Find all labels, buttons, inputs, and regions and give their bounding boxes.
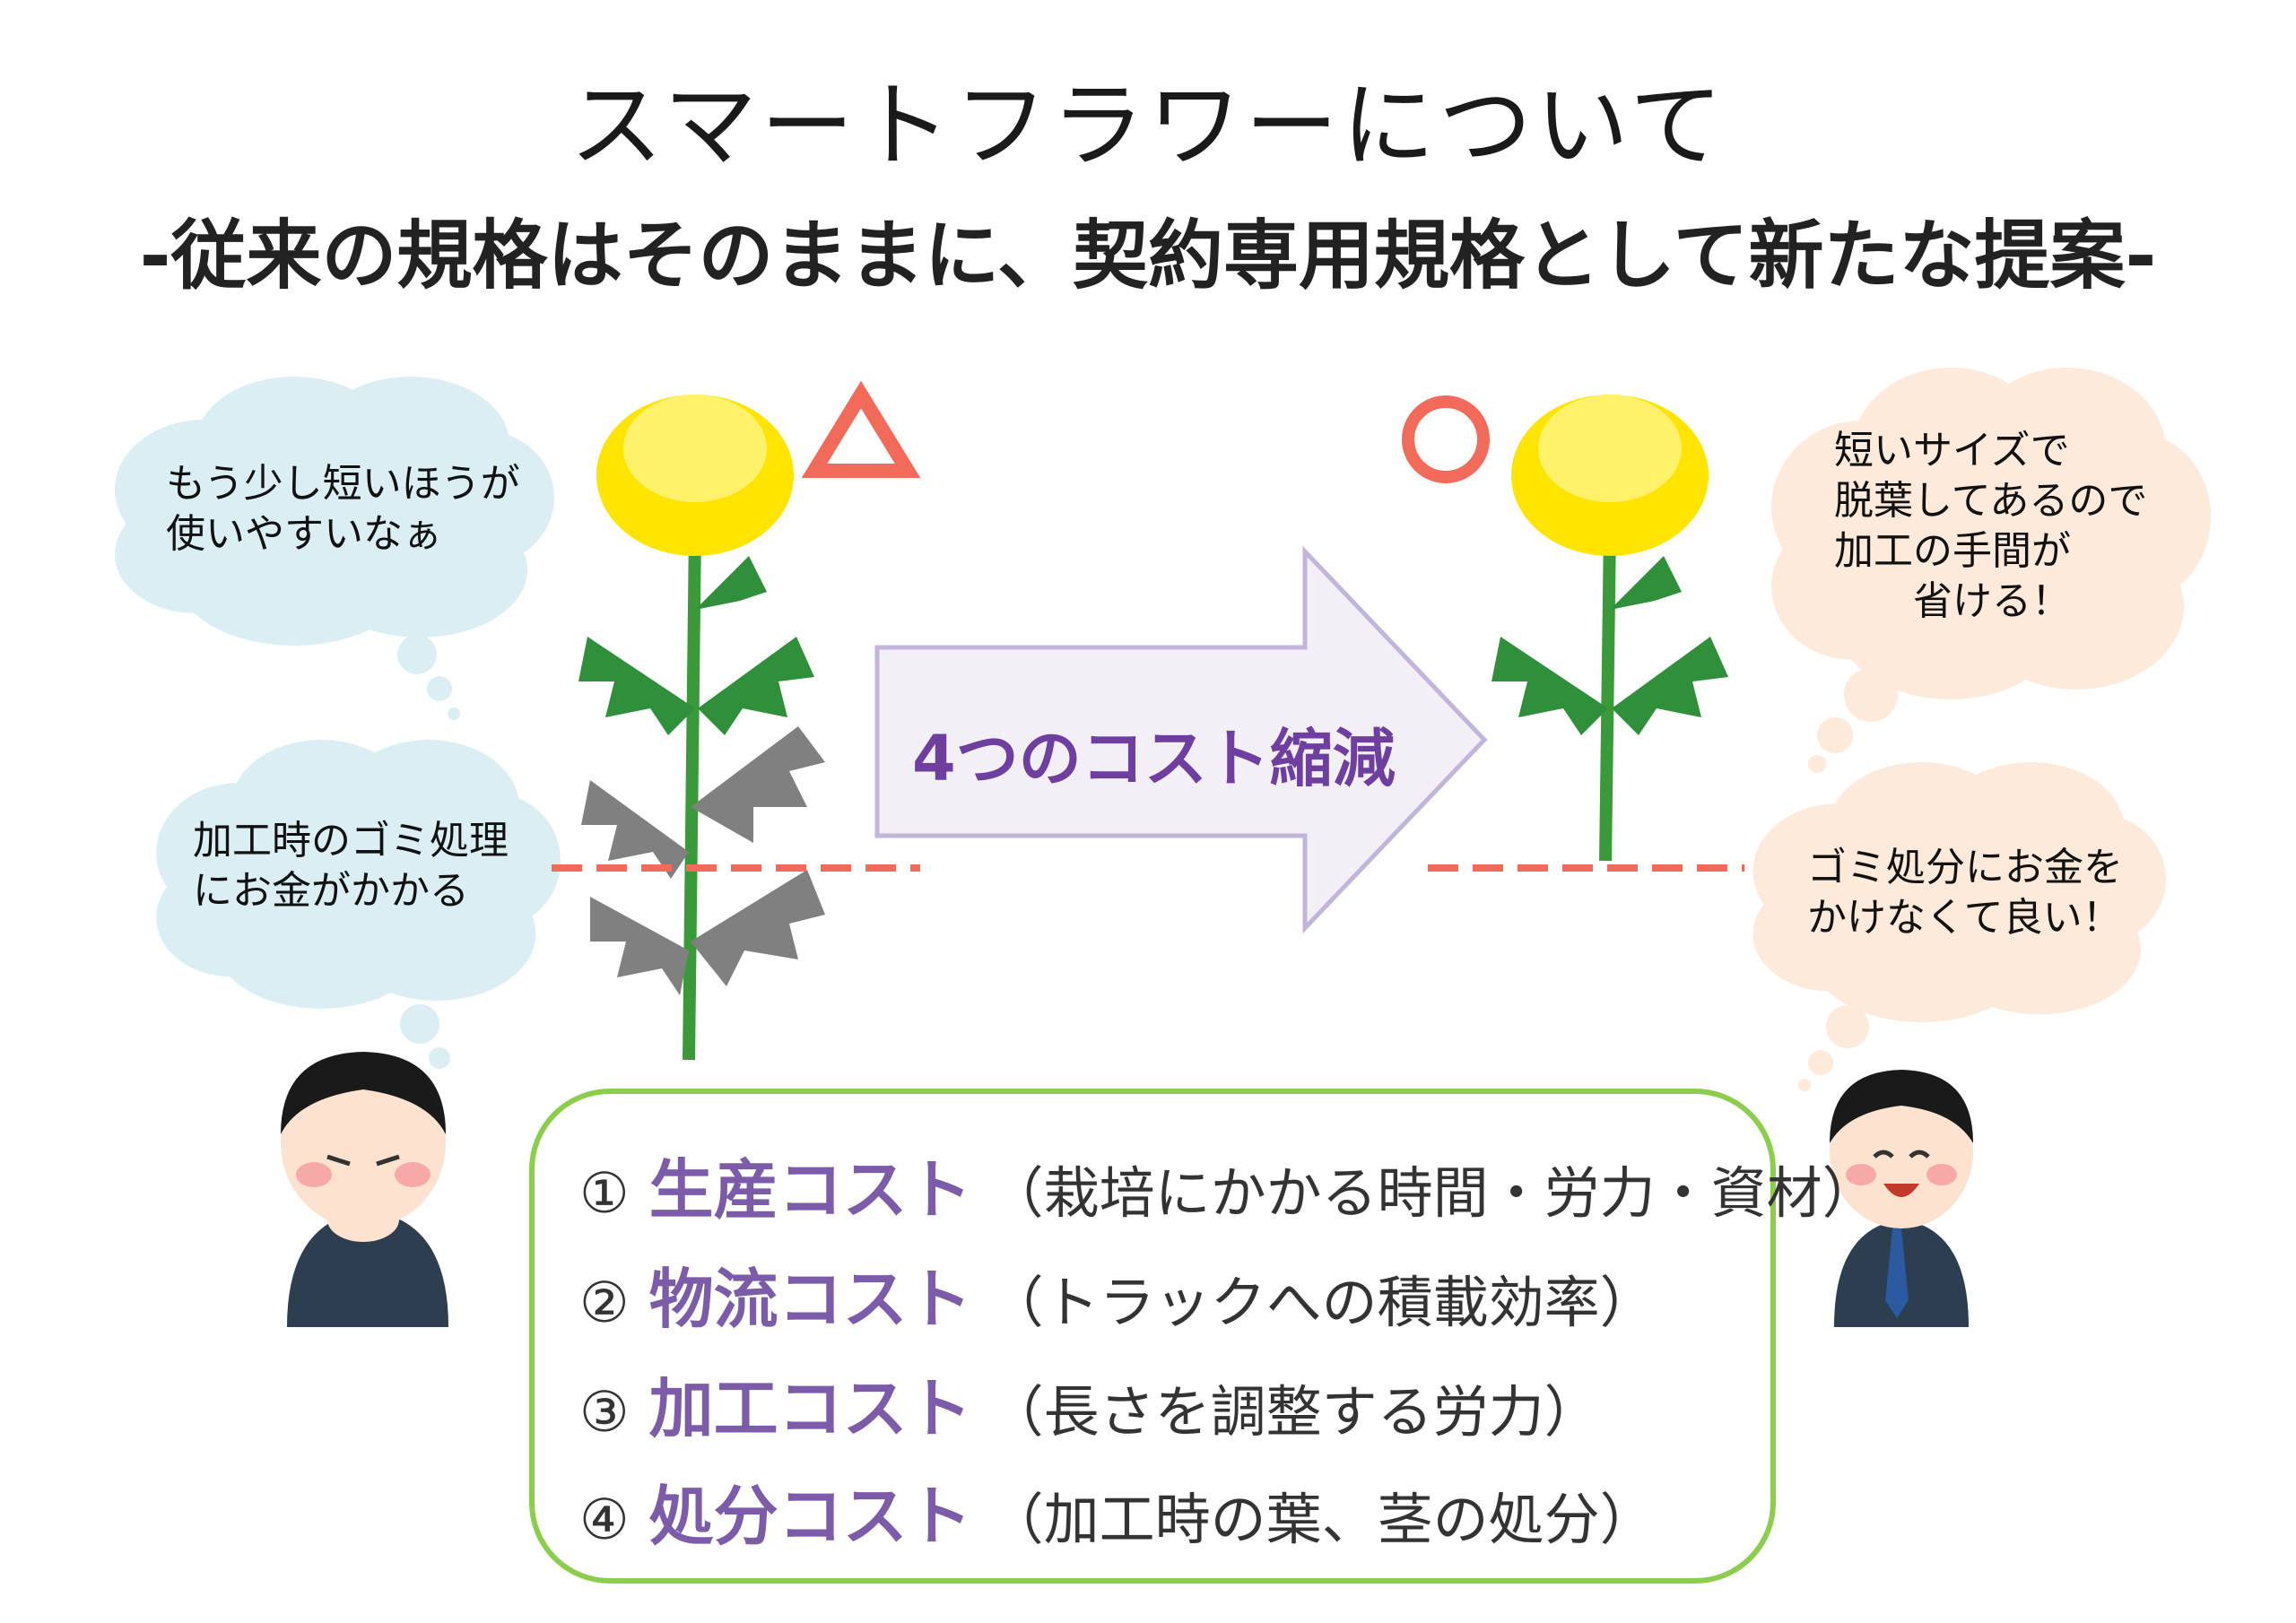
cost-item: ④ 処分コスト（加工時の葉、茎の処分） <box>579 1463 1656 1558</box>
circle-icon <box>1402 395 1490 483</box>
cloud-bubble <box>1808 755 1826 773</box>
green-leaves <box>578 556 814 735</box>
cloud-bubble <box>397 635 437 674</box>
yellow-bloom <box>1511 395 1709 556</box>
cost-description: （トラックへの積載効率） <box>987 1270 1656 1335</box>
cost-name: 生産コスト <box>648 1152 972 1228</box>
cloud-right-top-text: 短いサイズで 脱葉してあるので 加工の手間が 省ける！ <box>1834 428 2148 624</box>
cloud-bubble <box>427 676 452 701</box>
person-happy <box>1830 1070 1973 1327</box>
yellow-bloom <box>596 395 794 556</box>
arrow-label: 4つのコスト縮減 <box>912 722 1396 795</box>
cost-description: （栽培にかかる時間・労力・資材） <box>987 1160 1878 1226</box>
cost-name: 物流コスト <box>648 1262 972 1337</box>
flower-long <box>578 395 825 1061</box>
triangle-icon <box>801 380 921 478</box>
cost-name: 加工コスト <box>648 1371 972 1446</box>
page-subtitle: -従来の規格はそのままに、契約専用規格として新たな提案- <box>139 212 2157 299</box>
cost-number: ③ <box>579 1379 630 1445</box>
cloud-bubble <box>1826 1005 1869 1048</box>
cost-item: ③ 加工コスト（長さを調整する労力） <box>579 1356 1600 1450</box>
cost-number: ② <box>579 1270 630 1335</box>
cloud-bubble <box>1844 668 1898 722</box>
cost-description: （長さを調整する労力） <box>987 1379 1600 1445</box>
cloud-left-top-text: もう少し短いほうが 使いやすいなぁ <box>166 461 520 557</box>
person-thinking <box>281 1052 448 1327</box>
cloud-bubble <box>400 1004 439 1044</box>
flower-short <box>1492 395 1728 862</box>
green-leaves <box>1492 556 1728 735</box>
cost-item: ② 物流コスト（トラックへの積載効率） <box>579 1246 1656 1341</box>
right-arrow <box>874 545 1488 934</box>
page-title: スマートフラワーについて <box>570 71 1726 180</box>
cloud-bubble <box>1798 1079 1811 1091</box>
cost-number: ① <box>579 1160 630 1226</box>
gray-leaves <box>581 726 825 995</box>
cost-item: ① 生産コスト（栽培にかかる時間・労力・資材） <box>579 1137 1878 1231</box>
cost-name: 処分コスト <box>648 1479 972 1554</box>
cost-number: ④ <box>579 1487 630 1552</box>
cost-description: （加工時の葉、茎の処分） <box>987 1487 1656 1552</box>
cloud-right-bottom-text: ゴミ処分にお金を かけなくて良い！ <box>1807 845 2123 941</box>
cost-list-box: ① 生産コスト（栽培にかかる時間・労力・資材） ② 物流コスト（トラックへの積載効率… <box>529 1089 1878 1584</box>
cloud-bubble <box>1808 1050 1833 1075</box>
cloud-bubble <box>1817 717 1853 753</box>
cloud-bubble <box>429 1047 450 1069</box>
cloud-left-bottom-text: 加工時のゴミ処理 にお金がかかる <box>193 818 509 914</box>
cloud-bubble <box>448 707 460 720</box>
